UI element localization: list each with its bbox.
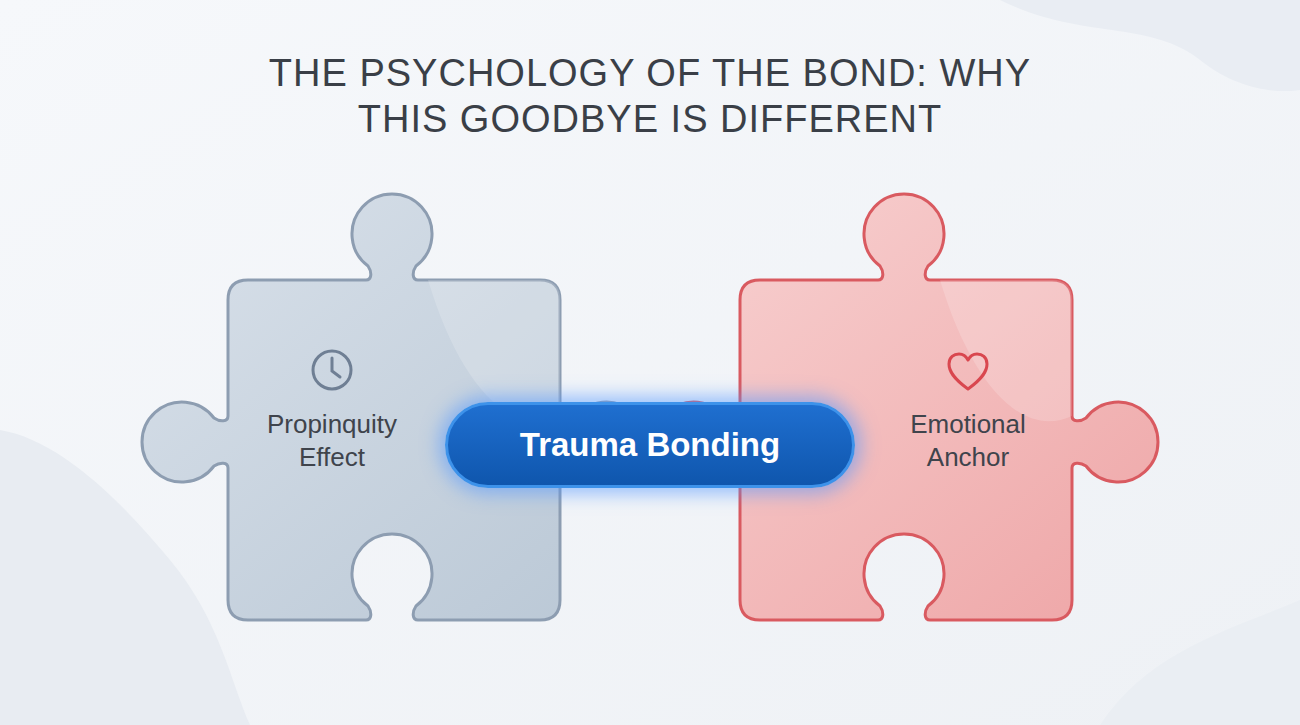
- piece-label: Propinquity Effect: [237, 408, 427, 473]
- clock-icon: [307, 345, 357, 395]
- heart-icon: [943, 347, 993, 397]
- title: THE PSYCHOLOGY OF THE BOND: WHY THIS GOO…: [240, 50, 1060, 143]
- piece-label: Emotional Anchor: [873, 408, 1063, 473]
- pill-label: Trauma Bonding: [520, 426, 780, 464]
- connector-pill: Trauma Bonding: [445, 402, 855, 488]
